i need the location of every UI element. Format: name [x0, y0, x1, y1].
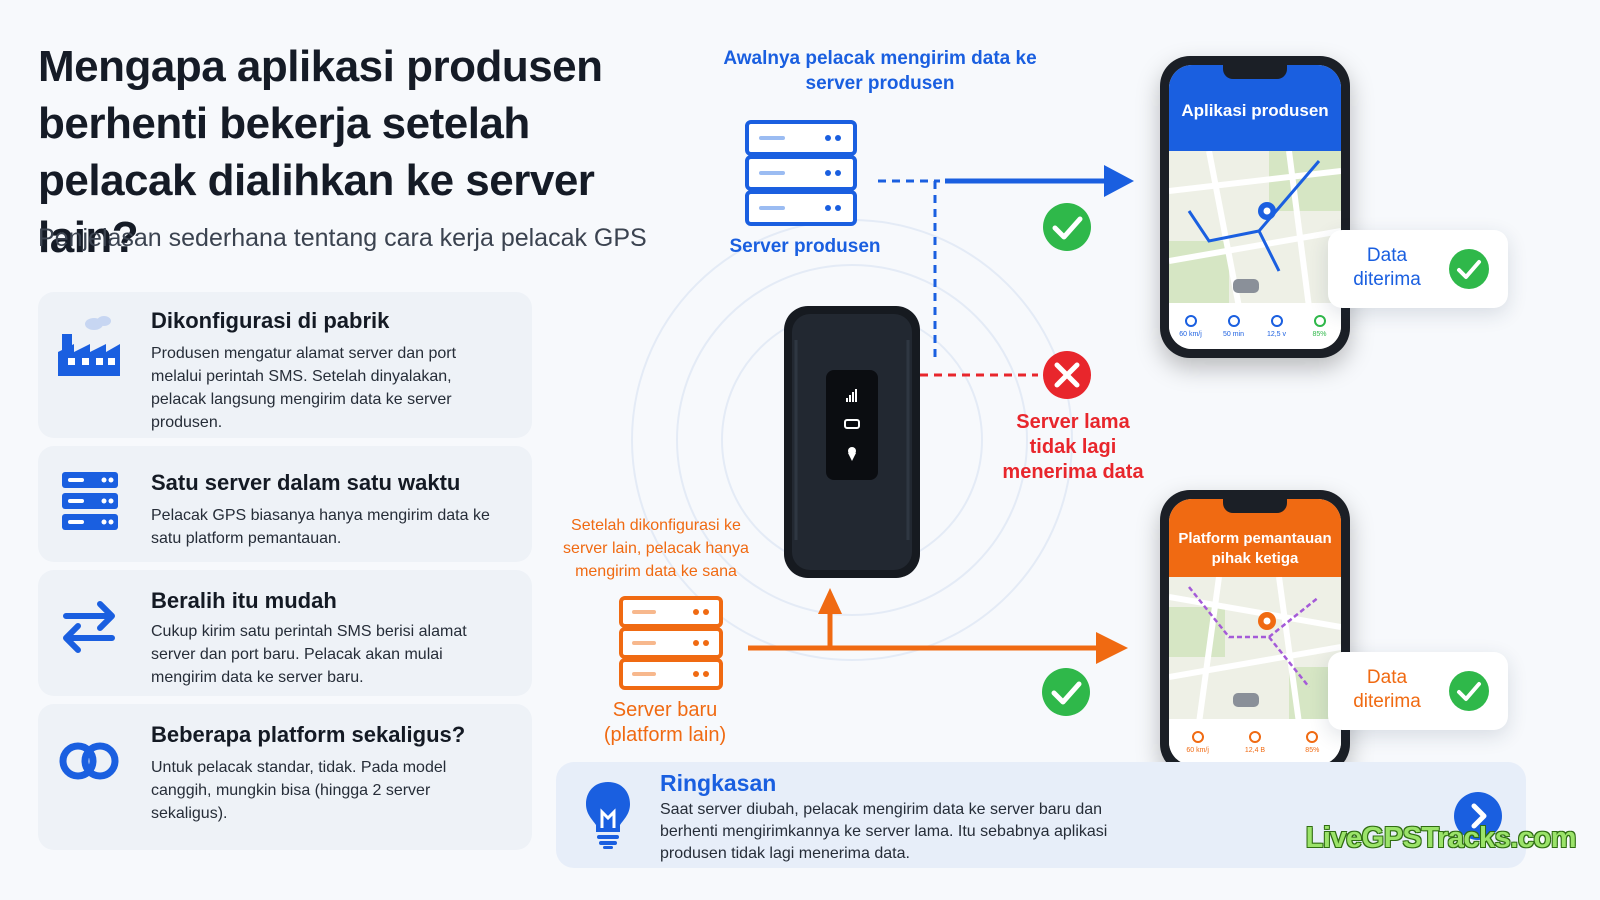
- stat-speed: 60 km/j: [1178, 730, 1218, 754]
- phone-third-party-platform: Platform pemantauan pihak ketiga 60 km/j…: [1160, 490, 1350, 774]
- card-factory-config: Dikonfigurasi di pabrik Produsen mengatu…: [38, 292, 532, 438]
- summary-title: Ringkasan: [660, 770, 777, 796]
- watermark: LiveGPSTracks.com: [1305, 822, 1577, 854]
- summary-text: Saat server diubah, pelacak mengirim dat…: [660, 801, 1108, 862]
- factory-icon: [58, 316, 120, 376]
- check-icon: [1449, 671, 1489, 711]
- card-text: Cukup kirim satu perintah SMS berisi ala…: [151, 623, 467, 686]
- server-new-icon: [619, 596, 723, 690]
- status-text: Data diterima: [1353, 667, 1421, 712]
- link-rings-icon: [59, 742, 119, 780]
- server-icon: [62, 472, 118, 530]
- map-view: [1169, 577, 1341, 723]
- top-caption: Awalnya pelacak mengirim data ke server …: [723, 48, 1037, 94]
- stat-voltage: 12,4 B: [1235, 730, 1275, 754]
- stat-voltage: 12,5 v: [1257, 314, 1297, 338]
- diagram-canvas: [619, 120, 1134, 716]
- new-connection-arrow: [748, 588, 1128, 664]
- card-title: Dikonfigurasi di pabrik: [151, 308, 390, 333]
- phone-stats-bar: 60 km/j 50 min 12,5 v 85%: [1169, 303, 1341, 349]
- chevron-right-icon: [1471, 803, 1487, 829]
- new-server-caption: Setelah dikonfigurasi ke server lain, pe…: [563, 517, 749, 580]
- stat-time: 50 min: [1214, 314, 1254, 338]
- gps-tracker-device: [784, 306, 920, 578]
- page-subtitle: Penjelasan sederhana tentang cara kerja …: [38, 224, 647, 252]
- next-button[interactable]: [1454, 792, 1502, 840]
- page-title: Mengapa aplikasi produsen berhenti beker…: [38, 42, 603, 262]
- card-easy-switch: Beralih itu mudah Cukup kirim satu perin…: [38, 570, 532, 696]
- status-text: Data diterima: [1353, 245, 1421, 290]
- data-received-badge-top: Data diterima: [1328, 230, 1508, 308]
- check-icon-top: [1043, 203, 1091, 251]
- card-text: Produsen mengatur alamat server dan port…: [151, 345, 457, 431]
- card-multi-platform: Beberapa platform sekaligus? Untuk pelac…: [38, 704, 532, 850]
- stat-speed: 60 km/j: [1171, 314, 1211, 338]
- server-producer-icon: [745, 120, 857, 226]
- summary-panel: Ringkasan Saat server diubah, pelacak me…: [556, 762, 1526, 868]
- map-view: [1169, 151, 1341, 307]
- switch-arrows-icon: [63, 601, 115, 653]
- old-server-status: Server lama tidak lagi menerima data: [1002, 411, 1144, 483]
- phone-stats-bar: 60 km/j 12,4 B 85%: [1169, 719, 1341, 765]
- phone-header: Aplikasi produsen: [1169, 65, 1341, 151]
- old-connection-arrow: [878, 165, 1134, 360]
- stat-battery: 85%: [1292, 730, 1332, 754]
- card-text: Pelacak GPS biasanya hanya mengirim data…: [151, 507, 490, 547]
- lightbulb-icon: [586, 782, 630, 849]
- phone-producer-app: Aplikasi produsen 60 km/j 50 min 12,5 v …: [1160, 56, 1350, 358]
- card-title: Beralih itu mudah: [151, 588, 337, 613]
- stat-battery: 85%: [1300, 314, 1340, 338]
- check-icon: [1449, 249, 1489, 289]
- data-received-badge-bottom: Data diterima: [1328, 652, 1508, 730]
- server-producer-label: Server produsen: [729, 236, 881, 257]
- card-one-server: Satu server dalam satu waktu Pelacak GPS…: [38, 446, 532, 562]
- check-icon-bottom: [1042, 668, 1090, 716]
- card-title: Satu server dalam satu waktu: [151, 470, 461, 495]
- card-text: Untuk pelacak standar, tidak. Pada model…: [151, 759, 447, 822]
- card-title: Beberapa platform sekaligus?: [151, 722, 466, 747]
- phone-header: Platform pemantauan pihak ketiga: [1169, 499, 1341, 577]
- server-new-label: Server baru (platform lain): [603, 699, 727, 746]
- error-x-icon: [1043, 351, 1091, 399]
